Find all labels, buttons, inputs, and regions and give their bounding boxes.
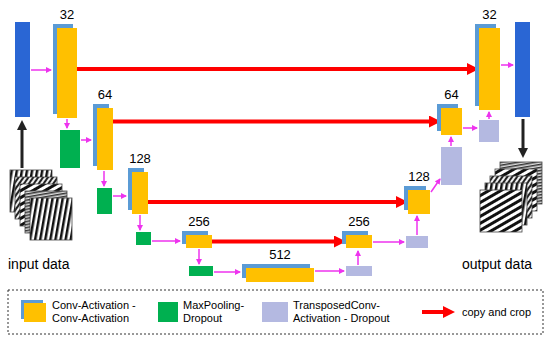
fringe-image	[30, 198, 72, 240]
conv-block: 256	[186, 235, 212, 248]
flow-arrow	[488, 112, 490, 119]
legend-text: copy and crop	[462, 306, 542, 319]
flow-arrow	[66, 119, 68, 128]
input-images	[10, 170, 72, 240]
flow-arrow	[416, 216, 418, 235]
legend-frame	[8, 290, 543, 334]
skip-connection	[113, 120, 433, 124]
channel-count: 64	[444, 87, 458, 102]
input-arrow	[21, 125, 24, 168]
flow-arrow	[450, 137, 452, 146]
conv-block: 128	[408, 190, 430, 214]
tconv-block	[406, 236, 428, 248]
legend-text: TransposedConv-Activation - Dropout	[293, 299, 418, 325]
legend-arrow	[422, 310, 447, 314]
conv-block: 32	[57, 28, 77, 118]
flow-arrow	[81, 139, 91, 141]
flow-arrow	[31, 69, 51, 71]
flow-arrow	[198, 249, 200, 264]
tconv-block	[346, 266, 372, 276]
legend-swatch	[158, 302, 178, 322]
pool-block	[189, 266, 213, 276]
legend-swatch	[262, 302, 288, 322]
legend-text: Conv-Activation - Conv-Activation	[52, 299, 152, 325]
output-images	[480, 162, 542, 232]
channel-count: 64	[98, 87, 112, 102]
transposed-blocks	[346, 120, 499, 276]
flow-arrow	[113, 195, 126, 197]
tconv-block	[441, 147, 462, 185]
output-arrow	[522, 119, 525, 153]
channel-count: 256	[348, 214, 370, 229]
flow-arrow	[152, 240, 180, 242]
tconv-block	[479, 120, 499, 142]
output-bar	[515, 22, 530, 117]
flow-arrow	[373, 241, 404, 243]
channel-count: 128	[129, 151, 151, 166]
legend-swatch	[24, 303, 46, 322]
flow-arrow	[431, 179, 440, 192]
flow-arrow	[214, 271, 240, 273]
input-bar	[15, 22, 30, 117]
channel-count: 32	[60, 7, 74, 22]
flow-arrow	[139, 215, 141, 230]
pool-block	[97, 188, 112, 214]
pool-block	[60, 130, 80, 168]
skip-connection	[148, 200, 400, 204]
conv-block: 32	[479, 28, 500, 110]
channel-count: 128	[408, 169, 430, 184]
channel-count: 32	[482, 7, 496, 22]
flow-arrows	[31, 65, 513, 272]
flow-arrow	[357, 251, 359, 265]
flow-arrow	[463, 127, 477, 129]
flow-arrow	[501, 64, 513, 66]
data-label: input data	[8, 256, 70, 272]
skip-connection	[212, 240, 338, 244]
skip-connection	[77, 67, 471, 71]
pool-block	[136, 232, 151, 245]
conv-block: 512	[246, 268, 314, 282]
channel-count: 256	[188, 214, 210, 229]
fringe-image	[480, 190, 522, 232]
conv-block: 256	[346, 235, 372, 248]
channel-count: 512	[269, 247, 291, 262]
conv-block: 128	[132, 172, 148, 214]
flow-arrow	[103, 171, 105, 186]
legend-text: MaxPooling-Dropout	[183, 299, 253, 325]
conv-block: 64	[441, 108, 462, 135]
data-label: output data	[462, 256, 532, 272]
flow-arrow	[315, 270, 344, 272]
conv-block: 64	[97, 108, 113, 170]
